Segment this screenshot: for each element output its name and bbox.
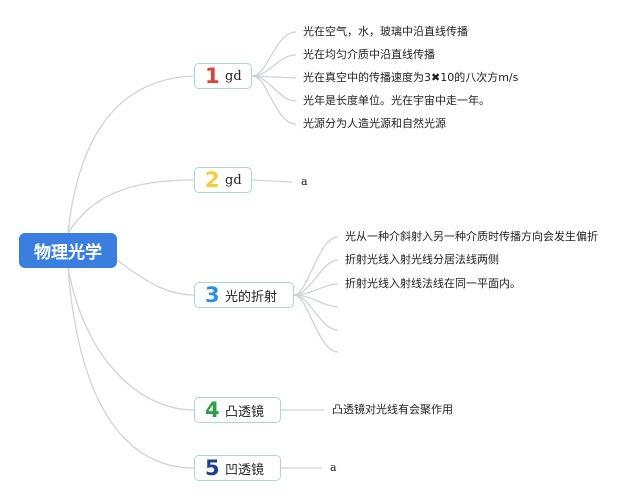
leaf-b5-1[interactable]: a bbox=[330, 461, 337, 474]
branch-node-3[interactable]: 3 光的折射 bbox=[194, 282, 294, 308]
leaf-b3-3[interactable]: 折射光线入射线法线在同一平面内。 bbox=[345, 277, 521, 290]
leaf-b3-2[interactable]: 折射光线入射光线分居法线两侧 bbox=[345, 253, 499, 266]
branch-number-2: 2 bbox=[205, 167, 220, 192]
connector-root-branch-2 bbox=[67, 179, 195, 234]
branch-node-5[interactable]: 5 凹透镜 bbox=[194, 455, 281, 481]
connector-root-branch-1 bbox=[67, 75, 195, 234]
branch-number-3: 3 bbox=[205, 282, 220, 307]
root-node[interactable]: 物理光学 bbox=[19, 233, 117, 268]
branch-number-1: 1 bbox=[205, 63, 220, 88]
connector-root-branch-4 bbox=[67, 267, 195, 411]
branch-label-1: gd bbox=[225, 68, 242, 84]
branch-number-5: 5 bbox=[205, 455, 220, 480]
connector-b3-leaf-1 bbox=[293, 236, 339, 296]
connector-root-branch-5 bbox=[67, 267, 195, 469]
leaf-b4-1[interactable]: 凸透镜对光线有会聚作用 bbox=[332, 403, 453, 416]
leaf-b1-2[interactable]: 光在均匀介质中沿直线传播 bbox=[303, 48, 435, 61]
branch-node-2[interactable]: 2 gd bbox=[194, 167, 252, 193]
branch-node-4[interactable]: 4 凸透镜 bbox=[194, 397, 281, 423]
connector-b1-leaf-1 bbox=[251, 31, 297, 77]
leaf-b3-1[interactable]: 光从一种介斜射入另一种介质时传播方向会发生偏折 bbox=[345, 230, 598, 243]
branch-label-2: gd bbox=[225, 172, 242, 188]
branch-label-4: 凸透镜 bbox=[225, 404, 265, 420]
connector-b1-leaf-2 bbox=[251, 54, 297, 77]
root-label: 物理光学 bbox=[34, 243, 102, 263]
leaf-b1-1[interactable]: 光在空气，水，玻璃中沿直线传播 bbox=[303, 25, 468, 38]
branch-label-3: 光的折射 bbox=[225, 289, 278, 305]
branch-node-1[interactable]: 1 gd bbox=[194, 63, 252, 89]
leaf-b1-4[interactable]: 光年是长度单位。光在宇宙中走一年。 bbox=[303, 94, 490, 107]
leaf-b1-5[interactable]: 光源分为人造光源和自然光源 bbox=[303, 117, 446, 130]
leaf-b1-3[interactable]: 光在真空中的传播速度为3✖10的八次方m/s bbox=[303, 71, 519, 84]
branch-number-4: 4 bbox=[205, 397, 220, 422]
leaf-b2-1[interactable]: a bbox=[301, 175, 308, 188]
connector-b1-leaf-5 bbox=[251, 75, 297, 125]
connector-b3-leaf-6 bbox=[293, 294, 339, 353]
branch-label-5: 凹透镜 bbox=[225, 462, 265, 478]
connector-b3-leaf-2 bbox=[293, 259, 339, 296]
connector-b2-leaf-1 bbox=[251, 179, 293, 183]
connector-b1-leaf-3 bbox=[251, 75, 297, 79]
connector-root-branch-3 bbox=[116, 259, 195, 296]
